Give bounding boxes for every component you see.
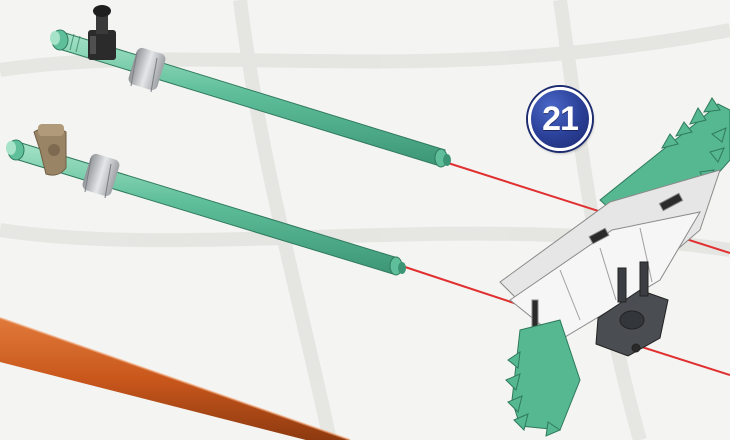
step-number: 21 <box>542 100 578 139</box>
lower-gear-rack <box>506 320 580 436</box>
guide-line-lower <box>402 266 520 305</box>
gear-rack-assembly <box>500 98 730 436</box>
black-clip <box>88 5 116 60</box>
orange-beam <box>0 318 350 440</box>
step-number-badge: 21 <box>528 87 592 151</box>
grey-bushing-lower <box>81 152 121 198</box>
